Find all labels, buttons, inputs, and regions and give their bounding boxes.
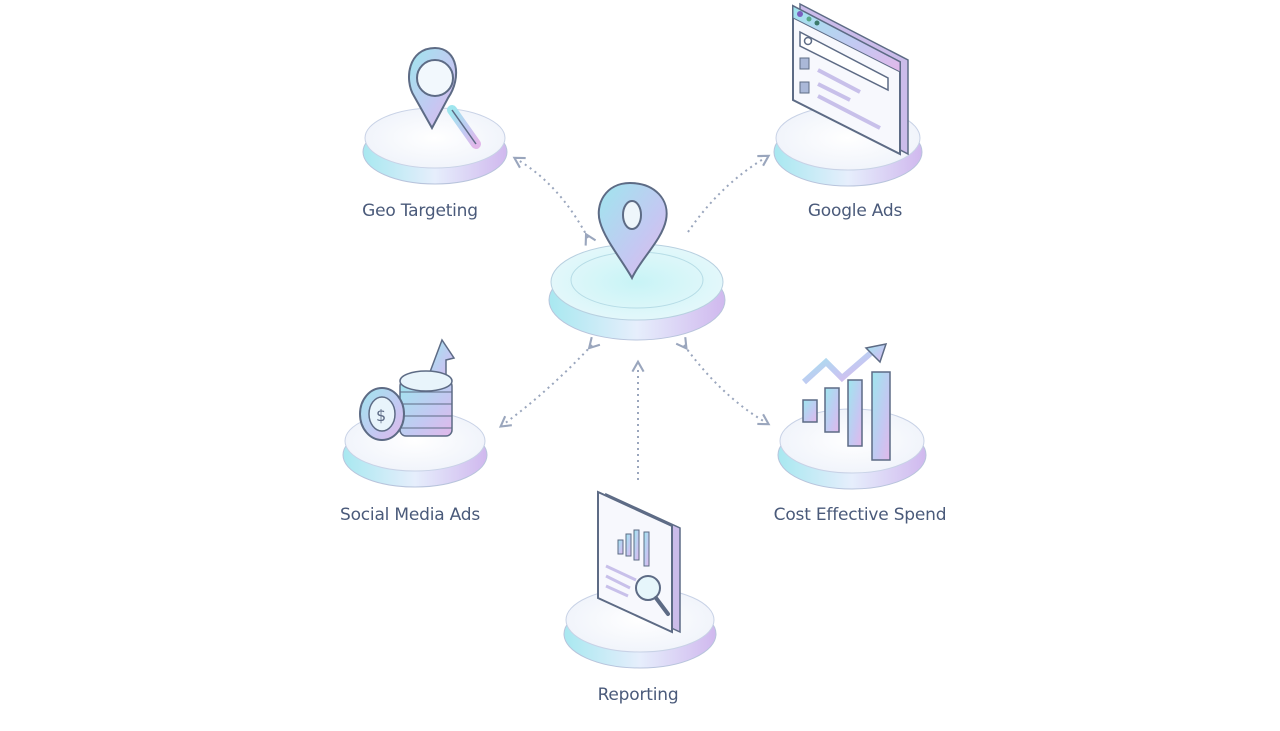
node-cost-effective-spend: [777, 343, 927, 490]
label-google-ads: Google Ads: [807, 201, 903, 221]
report-document-icon: [597, 490, 681, 634]
center-hub: [548, 181, 726, 341]
label-cost-effective-spend: Cost Effective Spend: [773, 505, 947, 525]
label-reporting: Reporting: [597, 685, 679, 705]
arrow-social: [498, 336, 601, 428]
node-social-media-ads: $: [342, 338, 488, 488]
arrow-geo: [512, 156, 597, 246]
label-geo-targeting: Geo Targeting: [362, 201, 478, 221]
magnifier-pin-icon: [408, 46, 481, 149]
connector-arrows: [498, 154, 771, 480]
browser-search-icon: [792, 2, 909, 156]
node-geo-targeting: [362, 46, 508, 185]
coins-arrow-icon: $: [359, 338, 456, 441]
node-reporting: [563, 490, 717, 669]
svg-text:$: $: [376, 406, 386, 425]
map-pin-icon: [597, 181, 668, 281]
arrow-cost: [675, 337, 771, 426]
node-google-ads: [773, 2, 923, 187]
arrow-google: [687, 154, 771, 233]
bar-chart-trend-icon: [801, 343, 891, 461]
label-social-media-ads: Social Media Ads: [339, 505, 481, 525]
